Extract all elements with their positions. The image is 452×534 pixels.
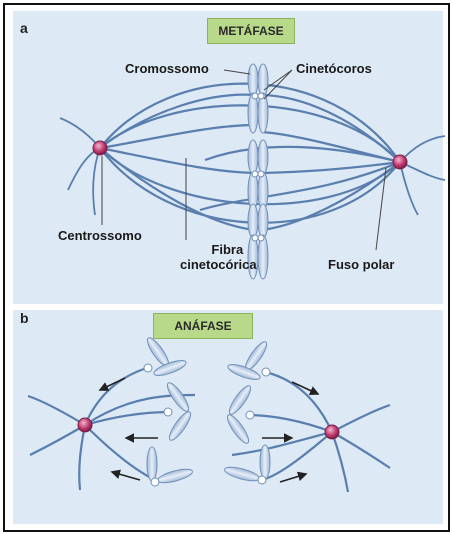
- label-cinetocoros: Cinetócoros: [296, 61, 372, 76]
- kinetochore-fiber: [262, 162, 400, 173]
- arrow-icon: [100, 378, 125, 390]
- chromosome: [224, 383, 254, 446]
- chromosome: [248, 140, 268, 210]
- centrosome-right: [325, 425, 339, 439]
- kinetochore-fiber: [262, 95, 400, 162]
- centrosome-left: [93, 141, 107, 155]
- kinetochore-fiber: [100, 125, 255, 148]
- label-fibra-line2: cinetocórica: [180, 257, 257, 272]
- chromosome: [226, 339, 270, 382]
- centrosome-left: [78, 418, 92, 432]
- label-cromossomo: Cromossomo: [125, 61, 209, 76]
- polar-fiber: [205, 147, 400, 162]
- arrow-icon: [112, 472, 140, 480]
- kinetochore-fiber: [100, 148, 255, 230]
- centrosome-right: [393, 155, 407, 169]
- arrow-icon: [280, 474, 306, 482]
- anaphase-title: ANÁFASE: [153, 313, 253, 339]
- chromosome: [144, 335, 188, 378]
- chromosome: [147, 447, 194, 486]
- label-fibra: Fibra cinetocórica: [180, 242, 257, 272]
- label-fuso-polar: Fuso polar: [328, 257, 394, 272]
- panel-letter-b: b: [20, 310, 29, 326]
- metaphase-title: METÁFASE: [207, 18, 295, 44]
- kinetochore-fiber: [100, 95, 255, 148]
- panel-letter-a: a: [20, 20, 28, 36]
- label-centrossomo: Centrossomo: [58, 228, 142, 243]
- chromosome: [164, 380, 194, 443]
- label-fibra-line1: Fibra: [198, 242, 257, 257]
- chromosome: [223, 445, 270, 484]
- anaphase-chromosomes: [144, 335, 270, 486]
